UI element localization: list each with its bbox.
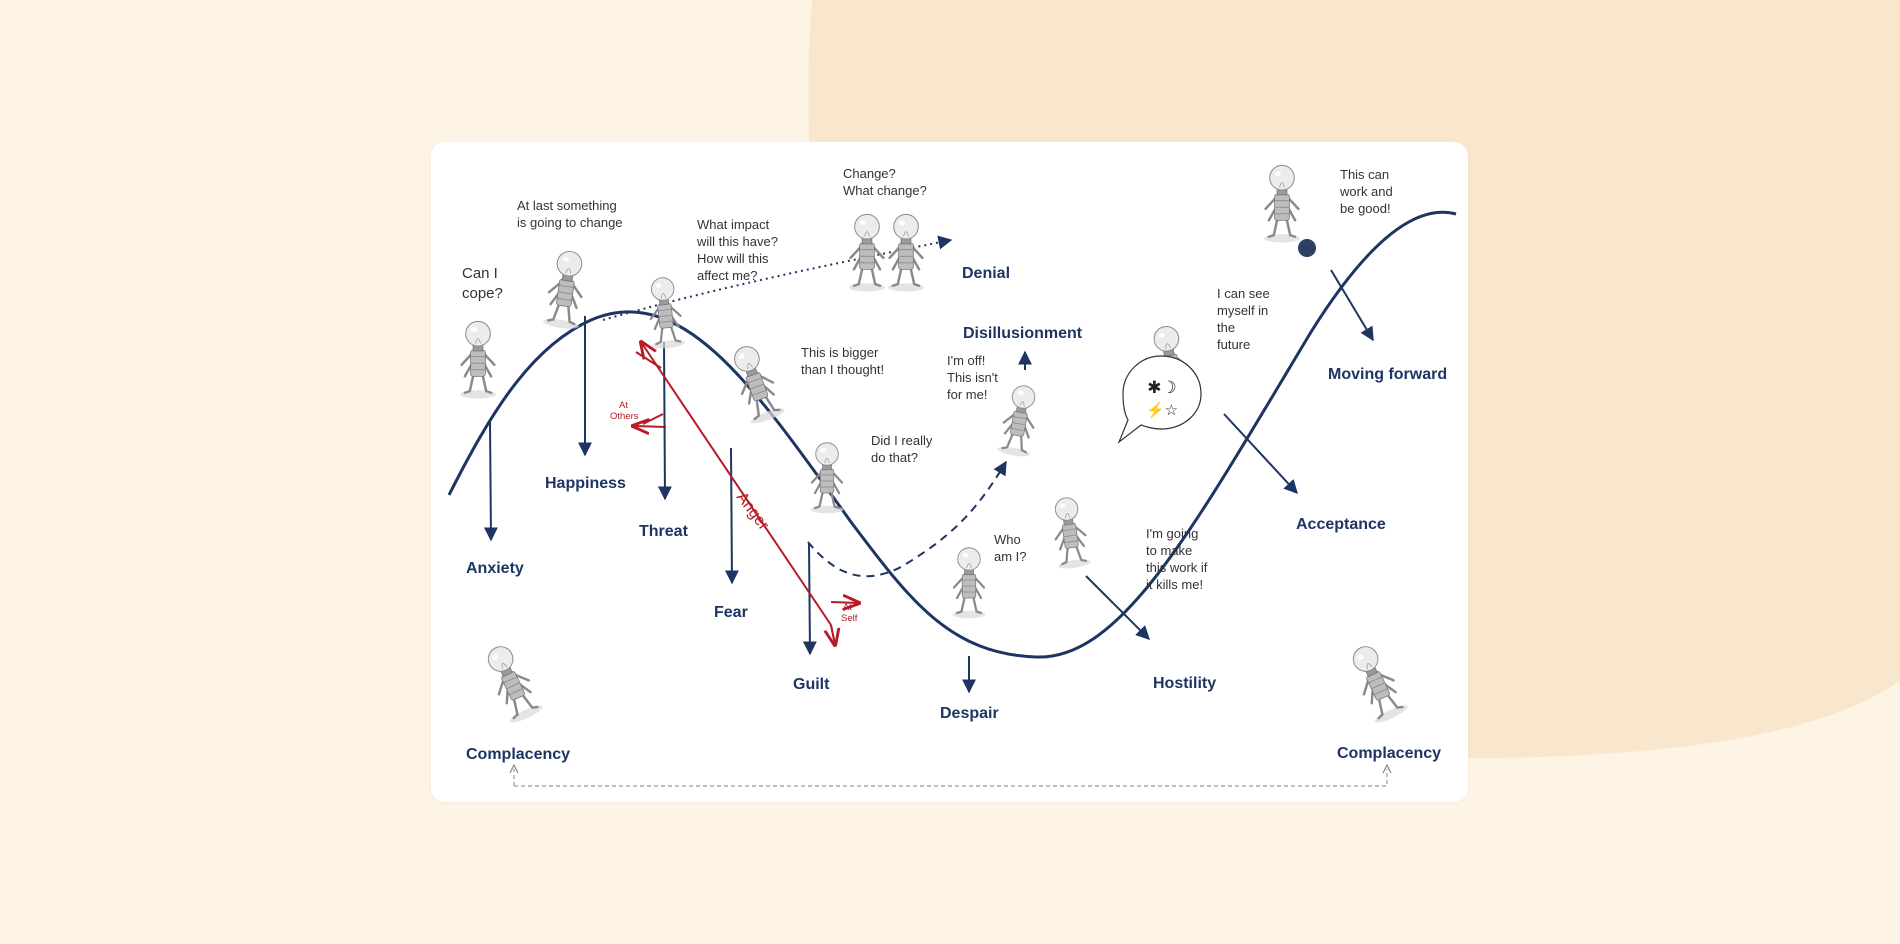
- stage-hostility: Hostility: [1153, 675, 1216, 692]
- stage-denial: Denial: [962, 265, 1010, 282]
- quote-bigger: This is bigger than I thought!: [801, 345, 884, 377]
- svg-text:What impact: What impact: [697, 217, 770, 232]
- stage-moving-forward: Moving forward: [1328, 366, 1447, 383]
- at-self-2: Self: [841, 613, 858, 624]
- anger-label: Anger: [733, 489, 773, 534]
- svg-text:future: future: [1217, 337, 1250, 352]
- quote-this-can: This can work and be good!: [1339, 167, 1393, 216]
- stage-disillusionment: Disillusionment: [963, 325, 1083, 342]
- stage-despair: Despair: [940, 705, 999, 722]
- svg-text:I'm off!: I'm off!: [947, 353, 985, 368]
- quote-can-i-cope: Can I cope?: [462, 265, 503, 302]
- svg-text:the: the: [1217, 320, 1235, 335]
- quote-i-can-see: I can see myself in the future: [1217, 286, 1270, 352]
- speech-symbols-1: ✱☽: [1147, 378, 1176, 397]
- svg-text:it kills me!: it kills me!: [1146, 577, 1203, 592]
- svg-text:be good!: be good!: [1340, 201, 1391, 216]
- svg-text:work and: work and: [1339, 184, 1393, 199]
- change-curve-diagram: ✱☽ ⚡☆ Anxiety Happiness Threat Fear Guil…: [447, 164, 1457, 787]
- stage-threat: Threat: [639, 523, 689, 540]
- complacency-loop: [513, 769, 1388, 787]
- stage-arrows: [483, 269, 1374, 694]
- svg-text:myself in: myself in: [1217, 303, 1268, 318]
- svg-text:Can I: Can I: [462, 265, 498, 282]
- lightbulb-robot-icon: [458, 164, 1411, 727]
- svg-text:for me!: for me!: [947, 387, 987, 402]
- svg-text:is going to change: is going to change: [517, 215, 623, 230]
- quote-change: Change? What change?: [843, 166, 927, 198]
- svg-text:to make: to make: [1146, 543, 1192, 558]
- svg-text:affect me?: affect me?: [697, 268, 757, 283]
- svg-text:do that?: do that?: [871, 450, 918, 465]
- quote-at-last: At last something is going to change: [517, 198, 623, 230]
- quote-going-to-make: I'm going to make this work if it kills …: [1146, 526, 1208, 592]
- stage-acceptance: Acceptance: [1296, 516, 1386, 533]
- speech-symbols-2: ⚡☆: [1146, 401, 1178, 419]
- svg-text:am I?: am I?: [994, 549, 1027, 564]
- svg-text:Change?: Change?: [843, 166, 896, 181]
- at-self-1: At: [843, 602, 852, 613]
- at-others-2: Others: [610, 411, 639, 422]
- disillusionment-dashed-arrow: [807, 460, 1007, 578]
- svg-text:Who: Who: [994, 532, 1021, 547]
- svg-text:I'm going: I'm going: [1146, 526, 1198, 541]
- diagram-card: ✱☽ ⚡☆ Anxiety Happiness Threat Fear Guil…: [431, 142, 1468, 802]
- stage-complacency-left: Complacency: [466, 746, 570, 763]
- quote-im-off: I'm off! This isn't for me!: [947, 353, 998, 402]
- svg-text:At last something: At last something: [517, 198, 617, 213]
- svg-text:I can see: I can see: [1217, 286, 1270, 301]
- svg-text:This isn't: This isn't: [947, 370, 998, 385]
- svg-text:What change?: What change?: [843, 183, 927, 198]
- svg-text:cope?: cope?: [462, 285, 503, 302]
- svg-text:This is bigger: This is bigger: [801, 345, 879, 360]
- speech-bubble: ✱☽ ⚡☆: [1117, 355, 1202, 444]
- stage-complacency-right: Complacency: [1337, 745, 1441, 762]
- svg-text:than I thought!: than I thought!: [801, 362, 884, 377]
- svg-text:this work if: this work if: [1146, 560, 1208, 575]
- svg-text:This can: This can: [1340, 167, 1389, 182]
- stage-happiness: Happiness: [545, 475, 626, 492]
- quote-who-am-i: Who am I?: [994, 532, 1027, 564]
- at-others-1: At: [619, 400, 628, 411]
- stage-anxiety: Anxiety: [466, 560, 524, 577]
- svg-text:will this have?: will this have?: [696, 234, 778, 249]
- ball-icon: [1298, 239, 1316, 257]
- quote-what-impact: What impact will this have? How will thi…: [696, 217, 778, 283]
- stage-guilt: Guilt: [793, 676, 830, 693]
- anger-arrows: [633, 342, 859, 645]
- stage-fear: Fear: [714, 604, 748, 621]
- svg-text:How will this: How will this: [697, 251, 769, 266]
- change-curve: [447, 210, 1457, 659]
- svg-text:Did I really: Did I really: [871, 433, 933, 448]
- quote-did-i: Did I really do that?: [871, 433, 933, 465]
